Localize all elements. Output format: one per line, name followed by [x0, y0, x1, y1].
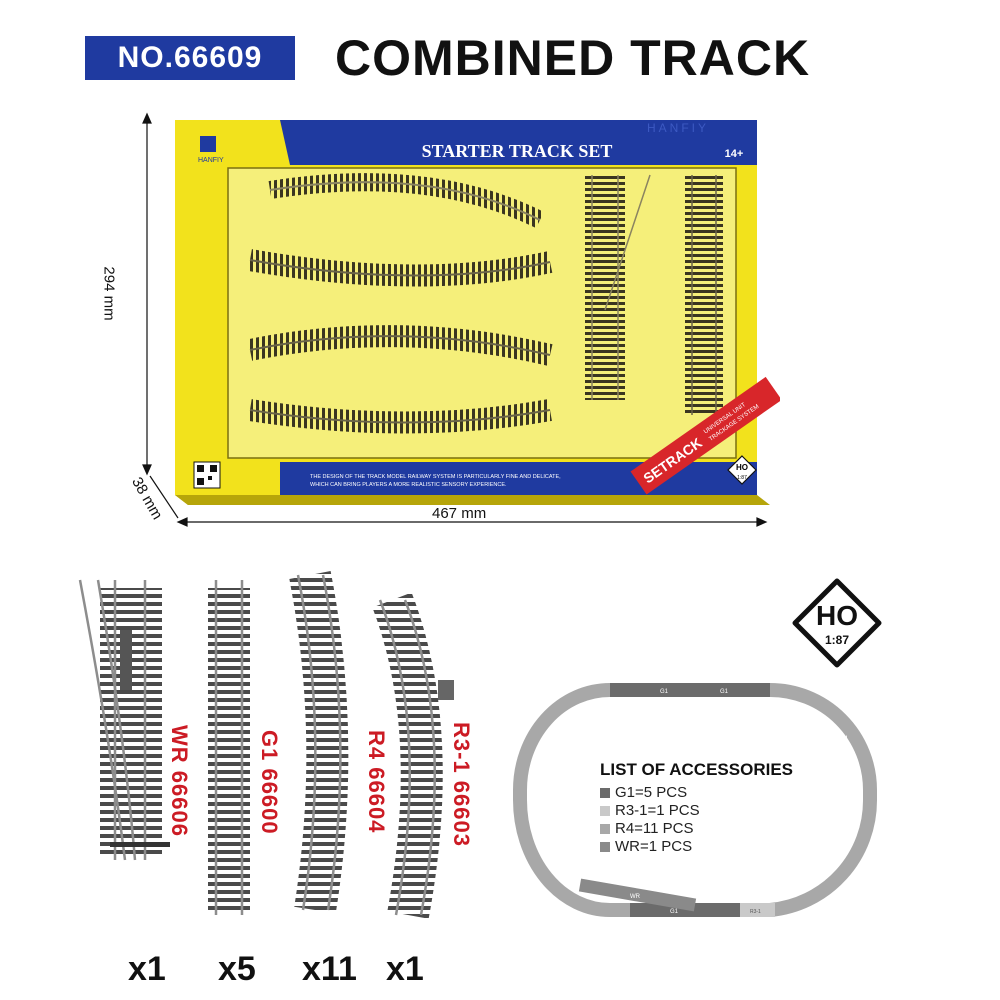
dimension-width: 467 mm: [432, 505, 487, 522]
svg-text:R4: R4: [530, 791, 538, 797]
accessories-title: LIST OF ACCESSORIES: [600, 760, 794, 779]
accessories-list: LIST OF ACCESSORIES G1=5 PCS R3-1=1 PCS …: [600, 760, 793, 856]
model-number-badge: NO.66609: [85, 36, 295, 80]
qty-g1: x5: [218, 950, 256, 988]
track-layout-diagram: G1 G1 G1 WR R3-1 R4 R4: [513, 683, 878, 917]
svg-text:G1: G1: [660, 689, 669, 695]
svg-text:R3-1: R3-1: [750, 909, 761, 915]
svg-text:G1: G1: [670, 909, 679, 915]
track-label-r31: R3-1 66603: [449, 722, 474, 847]
track-piece-r31: [372, 592, 454, 919]
svg-text:R4: R4: [840, 736, 848, 742]
track-label-g1: G1 66600: [257, 730, 282, 835]
box-age: 14+: [725, 148, 744, 160]
box-header-band: [280, 120, 757, 165]
track-piece-wr: [78, 579, 170, 861]
dimension-lines: [142, 112, 768, 527]
ho-scale-badge: HO 1:87: [792, 578, 882, 668]
box-ho-badge: HO 1:87: [727, 455, 757, 485]
track-label-wr: WR 66606: [167, 725, 192, 837]
track-piece-g1: [208, 580, 250, 915]
accessory-item: WR=1 PCS: [600, 838, 793, 856]
svg-text:HO: HO: [816, 600, 858, 631]
box-straight-tracks: [585, 174, 723, 415]
dimension-height: 294 mm: [100, 266, 118, 321]
track-piece-r4: [289, 571, 349, 914]
svg-text:HO: HO: [736, 463, 748, 472]
box-set-name: STARTER TRACK SET: [422, 141, 613, 161]
swatch-icon: [600, 842, 610, 852]
box-brand-watermark: HANFIY: [647, 121, 709, 135]
box-brand: HANFIY: [198, 157, 224, 164]
qty-r4: x11: [302, 950, 357, 988]
accessory-item: G1=5 PCS: [600, 784, 793, 802]
track-label-r4: R4 66604: [364, 730, 389, 834]
svg-text:1:87: 1:87: [825, 633, 849, 647]
svg-text:WR: WR: [630, 894, 641, 900]
box-bottom-edge: [175, 495, 770, 505]
accessory-item: R4=11 PCS: [600, 820, 793, 838]
qty-wr: x1: [128, 950, 166, 988]
svg-text:1:87: 1:87: [737, 475, 747, 481]
swatch-icon: [600, 806, 610, 816]
qty-r31: x1: [386, 950, 424, 988]
layout-turnout: [578, 878, 697, 912]
page-title: COMBINED TRACK: [335, 30, 811, 86]
accessory-item: R3-1=1 PCS: [600, 802, 793, 820]
box-curved-tracks: [247, 173, 553, 434]
svg-text:G1: G1: [720, 689, 729, 695]
product-box-illustration: HANFIY STARTER TRACK SET 14+ HANFIY THE …: [142, 112, 780, 527]
box-description-line1: THE DESIGN OF THE TRACK MODEL RAILWAY SY…: [310, 474, 561, 480]
track-pieces-illustration: [78, 571, 454, 919]
brand-logo-icon: [200, 136, 216, 152]
swatch-icon: [600, 788, 610, 798]
swatch-icon: [600, 824, 610, 834]
box-description-line2: WHICH CAN BRING PLAYERS A MORE REALISTIC…: [310, 482, 507, 488]
